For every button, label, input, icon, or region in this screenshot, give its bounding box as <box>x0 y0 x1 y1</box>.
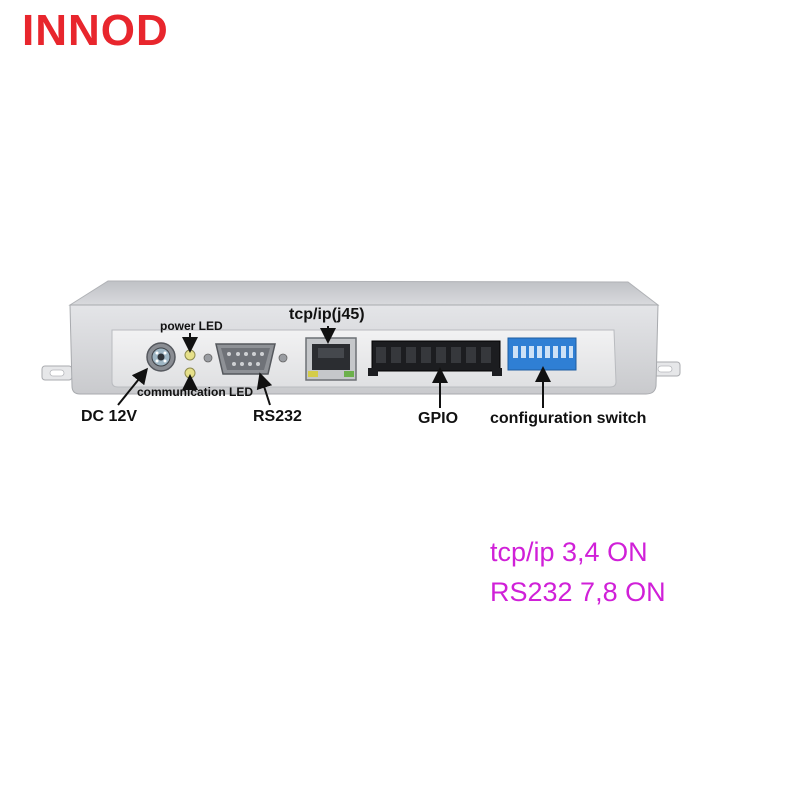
rj45-port <box>305 337 357 381</box>
communication-led <box>184 367 196 379</box>
dc-12v-connector <box>146 342 176 372</box>
gpio-label: GPIO <box>418 410 459 427</box>
mounting-ear-left <box>41 365 73 381</box>
gpio-terminal <box>368 340 502 376</box>
brand-logo: INNOD <box>22 6 169 55</box>
rs232-port <box>203 343 288 375</box>
device-top-surface <box>68 280 660 306</box>
mounting-ear-right <box>649 361 681 377</box>
arrow-dc <box>117 367 149 406</box>
power-led <box>184 349 196 361</box>
power-led-label: power LED <box>160 319 223 333</box>
tcp-ip-label: tcp/ip(j45) <box>289 306 365 323</box>
annotation-arrows <box>117 326 551 408</box>
communication-led-label: communication LED <box>137 385 254 399</box>
note-tcp-ip-setting: tcp/ip 3,4 ON <box>490 537 648 567</box>
configuration-switch-label: configuration switch <box>490 410 647 427</box>
configuration-dip-switch <box>507 337 577 371</box>
dc-12v-label: DC 12V <box>81 408 138 425</box>
note-rs232-setting: RS232 7,8 ON <box>490 577 666 607</box>
arrow-rs232 <box>256 372 273 406</box>
rs232-label: RS232 <box>253 408 302 425</box>
